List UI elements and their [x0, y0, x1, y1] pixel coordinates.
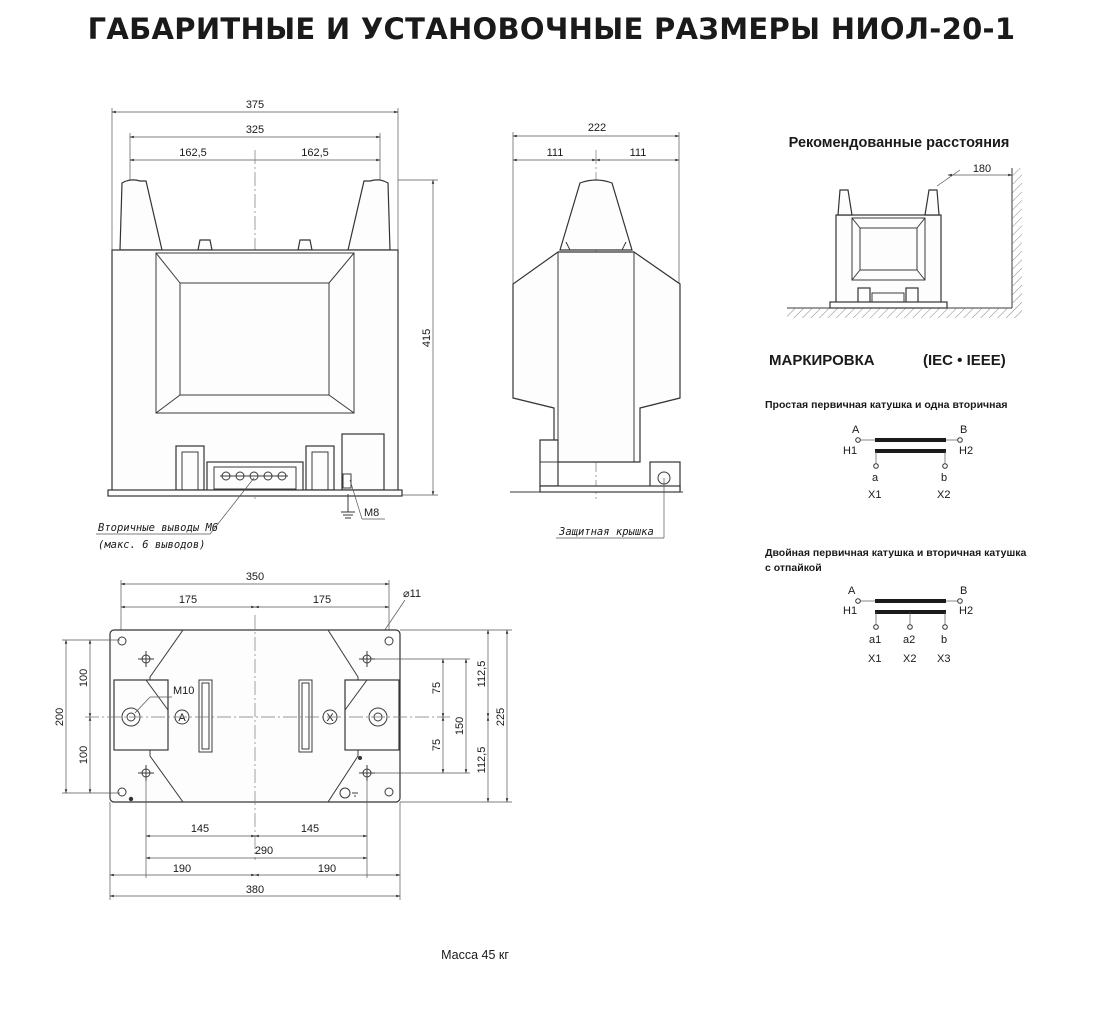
- dim-front-415: 415: [421, 329, 433, 347]
- dim-plan-190-left: 190: [173, 863, 191, 875]
- dim-plan-290: 290: [255, 845, 273, 857]
- marking-single-caption: Простая первичная катушка и одна вторичн…: [765, 399, 1007, 411]
- dim-plan-350: 350: [246, 571, 264, 583]
- single-H1: H1: [843, 445, 857, 457]
- mass-label: Масса 45 кг: [441, 948, 509, 962]
- dim-plan-145-left: 145: [191, 823, 209, 835]
- recommended-title: Рекомендованные расстояния: [789, 135, 1010, 151]
- dim-front-375: 375: [246, 99, 264, 111]
- double-B: B: [960, 585, 967, 597]
- marking-double-caption: Двойная первичная катушка и вторичная ка…: [765, 547, 1026, 559]
- dim-plan-112-lower: 112,5: [476, 747, 488, 774]
- single-X2: X2: [937, 489, 950, 501]
- dim-plan-190-right: 190: [318, 863, 336, 875]
- single-b: b: [941, 472, 947, 484]
- label-ground-m8: M8: [364, 507, 379, 519]
- label-protective-cover: Защитная крышка: [558, 526, 654, 538]
- side-view: 222 111 111 Защитная крышка: [510, 122, 683, 539]
- front-view: 375 325 162,5 162,5: [96, 99, 438, 551]
- single-H2: H2: [959, 445, 973, 457]
- dim-front-162-right: 162,5: [301, 147, 329, 159]
- single-B: B: [960, 424, 967, 436]
- dim-plan-100-upper: 100: [78, 669, 90, 687]
- dim-side-111-left: 111: [547, 147, 564, 159]
- dim-front-325: 325: [246, 124, 264, 136]
- dim-front-162-left: 162,5: [179, 147, 207, 159]
- dim-plan-112-upper: 112,5: [476, 661, 488, 688]
- label-secondary-terminals: Вторичные выводы М6: [98, 522, 218, 534]
- double-b: b: [941, 634, 947, 646]
- double-A: A: [848, 585, 856, 597]
- recommended-distance: 180: [973, 163, 991, 175]
- marking-standard: (IEC • IEEE): [923, 352, 1006, 369]
- dim-plan-200: 200: [54, 708, 66, 726]
- plan-view: 350 175 175 ⌀11 M10 A: [54, 571, 512, 900]
- dim-plan-75-upper: 75: [431, 682, 443, 694]
- dim-plan-100-lower: 100: [78, 746, 90, 764]
- marking-double-caption-2: с отпайкой: [765, 562, 822, 574]
- double-X1: X1: [868, 653, 881, 665]
- single-X1: X1: [868, 489, 881, 501]
- recommended-distances: Рекомендованные расстояния 180: [787, 135, 1022, 318]
- double-X2: X2: [903, 653, 916, 665]
- dim-plan-175-right: 175: [313, 594, 331, 606]
- double-a1: a1: [869, 634, 881, 646]
- dim-plan-175-left: 175: [179, 594, 197, 606]
- dim-plan-145-right: 145: [301, 823, 319, 835]
- double-X3: X3: [937, 653, 950, 665]
- dim-plan-380: 380: [246, 884, 264, 896]
- dim-side-111-right: 111: [630, 147, 647, 159]
- double-H1: H1: [843, 605, 857, 617]
- dim-plan-150: 150: [454, 717, 466, 735]
- label-secondary-terminals-max: (макс. 6 выводов): [98, 539, 205, 551]
- dim-plan-225: 225: [495, 708, 507, 726]
- double-H2: H2: [959, 605, 973, 617]
- label-plan-m10: M10: [173, 685, 194, 697]
- label-terminal-x: X: [326, 712, 334, 724]
- dim-plan-75-lower: 75: [431, 739, 443, 751]
- label-terminal-a: A: [178, 712, 186, 724]
- double-a2: a2: [903, 634, 915, 646]
- single-a: a: [872, 472, 879, 484]
- page-title: ГАБАРИТНЫЕ И УСТАНОВОЧНЫЕ РАЗМЕРЫ НИОЛ-2…: [87, 12, 1016, 46]
- single-A: A: [852, 424, 860, 436]
- marking-title: МАРКИРОВКА: [769, 352, 875, 369]
- dim-plan-hole: ⌀11: [403, 588, 421, 600]
- dim-side-222: 222: [588, 122, 606, 134]
- marking-section: МАРКИРОВКА (IEC • IEEE) Простая первична…: [765, 352, 1026, 665]
